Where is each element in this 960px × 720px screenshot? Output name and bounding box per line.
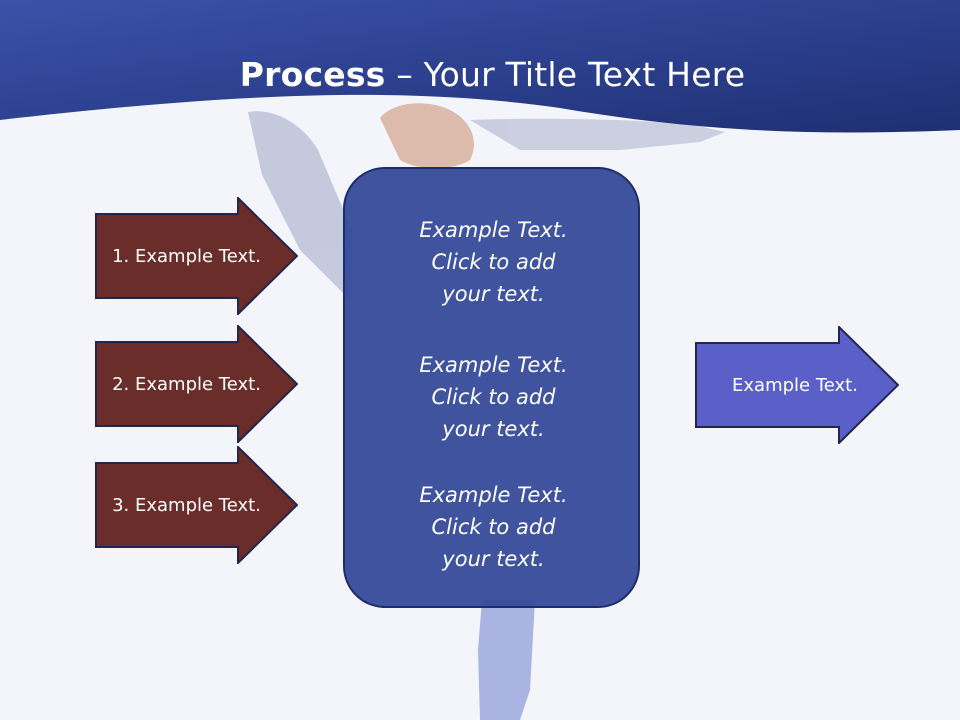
center-text-line: your text. [442, 417, 545, 441]
slide-title[interactable]: Process – Your Title Text Here [0, 55, 960, 94]
header-band [0, 0, 960, 133]
result-label: Example Text. [732, 374, 858, 396]
process-center-box[interactable]: Example Text. Click to add your text. Ex… [343, 167, 640, 608]
arrow-shape [695, 326, 899, 444]
step-label: 1. Example Text. [112, 245, 261, 267]
process-step-arrow-2[interactable]: 2. Example Text. [95, 325, 298, 443]
center-text-line: your text. [442, 282, 545, 306]
title-rest: – Your Title Text Here [385, 55, 746, 94]
arrow-shape [95, 325, 298, 443]
center-text-block-2[interactable]: Example Text. Click to add your text. [345, 349, 642, 445]
arrow-shape [95, 197, 298, 315]
center-text-line: Click to add [431, 385, 556, 409]
center-text-line: Example Text. [419, 483, 568, 507]
center-text-line: Example Text. [419, 218, 568, 242]
arrow-shape [95, 446, 298, 564]
process-result-arrow[interactable]: Example Text. [695, 326, 899, 444]
center-text-line: Click to add [431, 250, 556, 274]
step-label: 2. Example Text. [112, 373, 261, 395]
title-bold: Process [239, 55, 386, 94]
center-text-line: your text. [442, 547, 545, 571]
process-step-arrow-3[interactable]: 3. Example Text. [95, 446, 298, 564]
center-text-line: Click to add [431, 515, 556, 539]
center-text-block-3[interactable]: Example Text. Click to add your text. [345, 479, 642, 575]
process-step-arrow-1[interactable]: 1. Example Text. [95, 197, 298, 315]
center-text-line: Example Text. [419, 353, 568, 377]
step-label: 3. Example Text. [112, 494, 261, 516]
center-text-block-1[interactable]: Example Text. Click to add your text. [345, 214, 642, 310]
